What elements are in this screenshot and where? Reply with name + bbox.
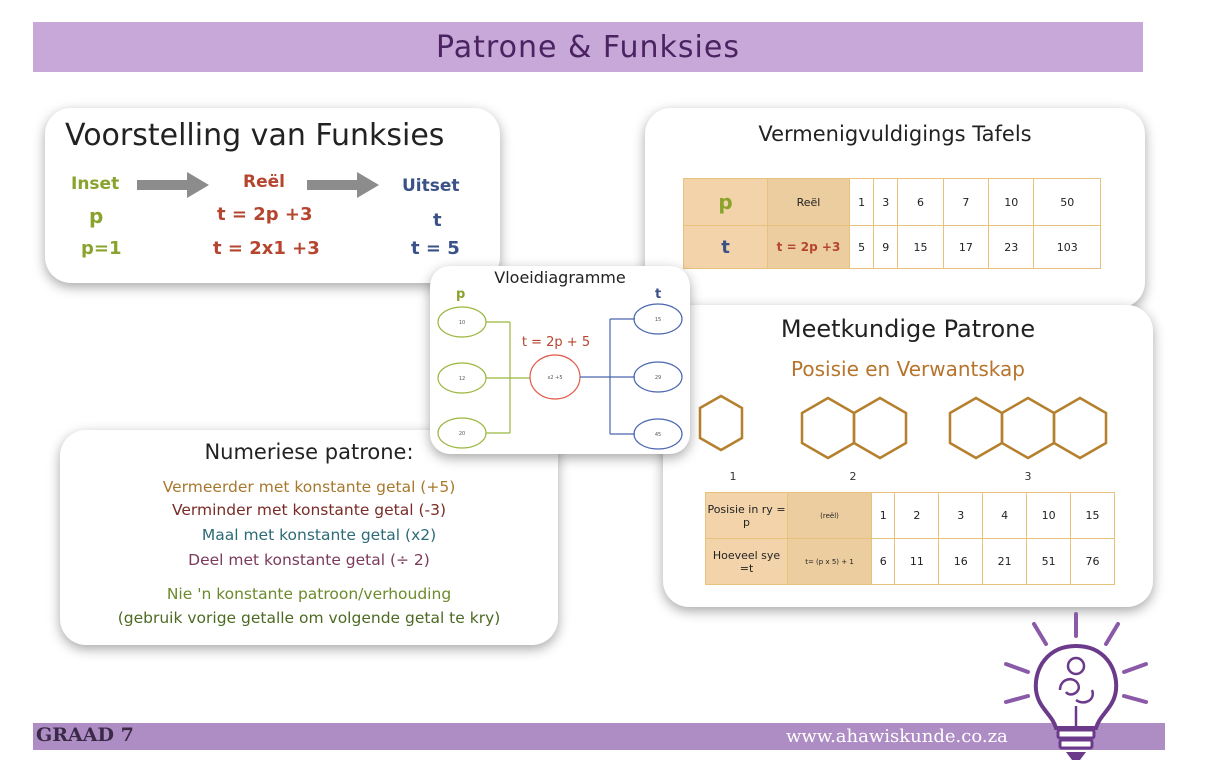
table-cell: 21 xyxy=(982,538,1028,585)
flow-t-label: t xyxy=(655,287,661,302)
flow-heading: Vloeidiagramme xyxy=(494,268,626,287)
output-node xyxy=(633,418,683,450)
table-cell: Posisie in ry = p xyxy=(705,492,788,539)
input-value: 10 xyxy=(459,320,465,326)
footer-bar xyxy=(33,723,1165,750)
flow-diagram: p t 10 12 20 x2 +5 15 xyxy=(437,287,683,450)
table-cell: Hoeveel sye =t xyxy=(705,538,788,585)
title-bar: Patrone & Funksies xyxy=(33,22,1143,72)
geometry-subheading: Posisie en Verwantskap xyxy=(791,357,1025,381)
arrow-icon xyxy=(307,172,379,198)
geometry-heading: Meetkundige Patrone xyxy=(780,315,1036,343)
hexagon-icon xyxy=(1000,396,1056,460)
table-cell: Reël xyxy=(767,178,850,226)
uitset-label: Uitset xyxy=(402,176,460,196)
output-value: 29 xyxy=(655,375,661,381)
table-row: Hoeveel sye =t t= (p x 5) + 1 6 11 16 21… xyxy=(705,538,1115,585)
grade-label: GRAAD 7 xyxy=(36,724,134,746)
table-row: t t = 2p +3 5 9 15 17 23 103 xyxy=(683,225,1101,269)
table-cell: 10 xyxy=(1026,492,1072,539)
numeric-line-divide: Deel met konstante getal (÷ 2) xyxy=(188,551,430,569)
functions-card: Voorstelling van Funksies Inset Reël Uit… xyxy=(45,108,500,283)
table-cell: 23 xyxy=(988,225,1035,269)
table-cell: t = 2p +3 xyxy=(767,225,850,269)
arrow-icon xyxy=(137,172,209,198)
hexagon-icon xyxy=(800,396,856,460)
t-label: t xyxy=(433,210,442,231)
table-cell: p xyxy=(683,178,768,226)
geometry-table: Posisie in ry = p (reël) 1 2 3 4 10 15 H… xyxy=(705,492,1115,585)
geometry-card: Meetkundige Patrone Posisie en Verwantsk… xyxy=(663,305,1153,607)
hexagon-figures: 1 2 3 xyxy=(698,394,1108,483)
figure-label: 3 xyxy=(1025,470,1032,483)
table-cell: 15 xyxy=(897,225,944,269)
table-cell: 15 xyxy=(1070,492,1115,539)
table-cell: 17 xyxy=(942,225,990,269)
table-cell: 3 xyxy=(873,178,899,226)
flow-card: Vloeidiagramme p t 10 12 20 xyxy=(430,266,690,454)
numeric-card: Numeriese patrone: Vermeerder met konsta… xyxy=(60,430,558,645)
page-title: Patrone & Funksies xyxy=(436,29,740,65)
table-cell: 10 xyxy=(988,178,1035,226)
table-cell: (reël) xyxy=(787,492,872,539)
hexagon-icon xyxy=(948,396,1004,460)
center-value: x2 +5 xyxy=(547,375,562,381)
output-value: 15 xyxy=(655,317,661,323)
hexagon-icon xyxy=(1052,396,1108,460)
input-value: 20 xyxy=(459,431,465,437)
table-cell: t xyxy=(683,225,768,269)
output-value: 45 xyxy=(655,432,661,438)
numeric-line-add: Vermeerder met konstante getal (+5) xyxy=(162,478,456,496)
table-cell: 6 xyxy=(870,538,896,585)
table-cell: 9 xyxy=(873,225,899,269)
table-cell: 2 xyxy=(894,492,940,539)
table-cell: 3 xyxy=(938,492,984,539)
numeric-line-note: (gebruik vorige getalle om volgende geta… xyxy=(117,609,501,627)
flow-p-label: p xyxy=(456,287,465,302)
lightbulb-logo-icon xyxy=(1004,612,1148,760)
tables-card: Vermenigvuldigings Tafels p Reël 1 3 6 7… xyxy=(645,108,1145,308)
reel-label: Reël xyxy=(243,172,285,192)
numeric-line-subtract: Verminder met konstante getal (-3) xyxy=(171,501,447,519)
table-row: p Reël 1 3 6 7 10 50 xyxy=(683,178,1101,226)
table-cell: 6 xyxy=(897,178,944,226)
t5-label: t = 5 xyxy=(411,238,460,259)
numeric-line-nonconstant: Nie 'n konstante patroon/verhouding xyxy=(166,585,452,603)
numeric-line-multiply: Maal met konstante getal (x2) xyxy=(201,526,437,544)
table-cell: 16 xyxy=(938,538,984,585)
p1-label: p=1 xyxy=(81,238,122,259)
p-label: p xyxy=(89,204,104,228)
functions-heading: Voorstelling van Funksies xyxy=(65,118,445,153)
hexagon-icon xyxy=(852,396,908,460)
hexagon-icon xyxy=(698,394,744,452)
flow-rule: t = 2p + 5 xyxy=(522,335,590,350)
figure-label: 2 xyxy=(850,470,857,483)
website-url: www.ahawiskunde.co.za xyxy=(786,726,1008,747)
table-cell: 1 xyxy=(848,178,875,226)
rule1-label: t = 2x1 +3 xyxy=(213,238,320,259)
table-cell: 1 xyxy=(870,492,896,539)
numeric-heading: Numeriese patrone: xyxy=(204,440,414,464)
tables-heading: Vermenigvuldigings Tafels xyxy=(758,122,1032,146)
table-row: Posisie in ry = p (reël) 1 2 3 4 10 15 xyxy=(705,492,1115,539)
input-value: 12 xyxy=(459,376,465,382)
table-cell: 50 xyxy=(1033,178,1101,226)
table-cell: 103 xyxy=(1033,225,1101,269)
rule-label: t = 2p +3 xyxy=(217,204,313,225)
table-cell: 76 xyxy=(1070,538,1115,585)
table-cell: 11 xyxy=(894,538,940,585)
inset-label: Inset xyxy=(71,174,120,194)
table-cell: 5 xyxy=(848,225,875,269)
table-cell: t= (p x 5) + 1 xyxy=(787,538,872,585)
table-cell: 7 xyxy=(942,178,990,226)
figure-label: 1 xyxy=(730,470,737,483)
output-node xyxy=(633,303,683,335)
table-cell: 51 xyxy=(1026,538,1072,585)
multiplication-table: p Reël 1 3 6 7 10 50 t t = 2p +3 5 9 15 … xyxy=(683,178,1101,269)
table-cell: 4 xyxy=(982,492,1028,539)
output-node xyxy=(633,361,683,393)
